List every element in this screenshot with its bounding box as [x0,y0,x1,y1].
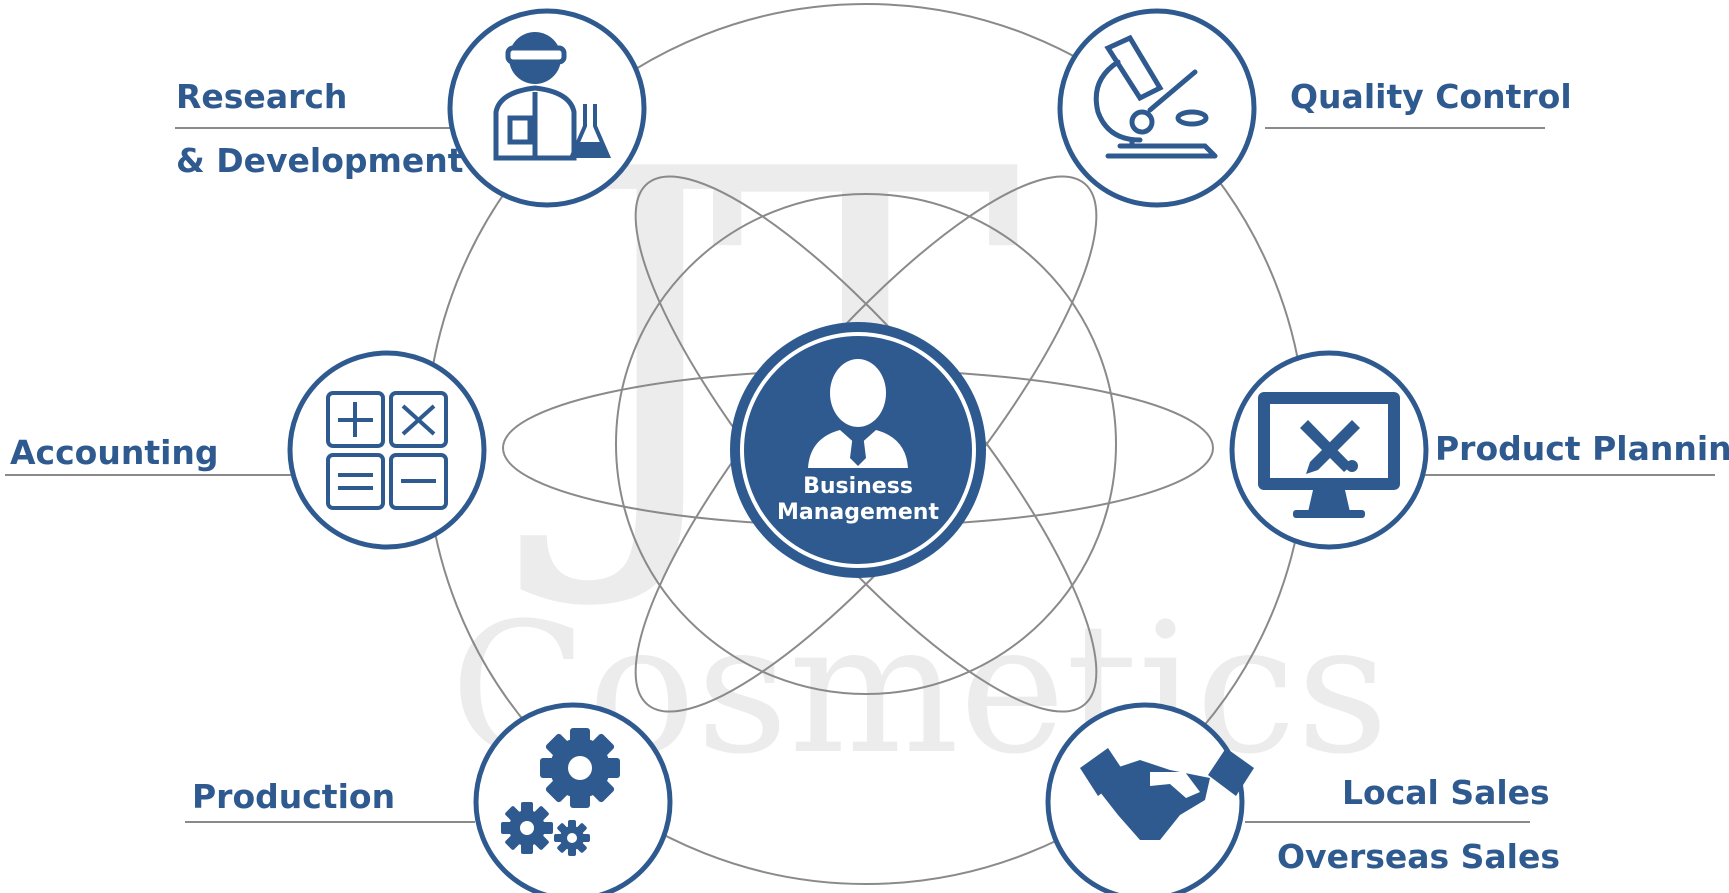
center-label: Business Management [748,474,968,527]
sales-label-line1: Local Sales [1342,773,1550,812]
scientist-icon [493,32,612,161]
businessman-icon [808,359,908,468]
inner-orbit [615,193,1117,695]
production-label: Production [192,777,396,816]
microscope-icon [1093,34,1218,159]
center-label-line2: Management [777,500,939,526]
rd-label-line1: Research [176,77,348,116]
planning-label: Product Planning [1435,429,1729,468]
calculator-icon [326,391,448,510]
qc-label: Quality Control [1290,77,1572,116]
handshake-icon [1080,748,1254,840]
rd-label-line2: & Development [176,141,464,180]
monitor-design-icon [1258,392,1400,518]
accounting-label: Accounting [10,433,219,472]
sales-label-line2: Overseas Sales [1277,837,1561,876]
qc-node [1057,8,1257,208]
center-label-line1: Business [803,474,913,499]
gears-icon [501,728,620,856]
accounting-node [287,350,487,550]
